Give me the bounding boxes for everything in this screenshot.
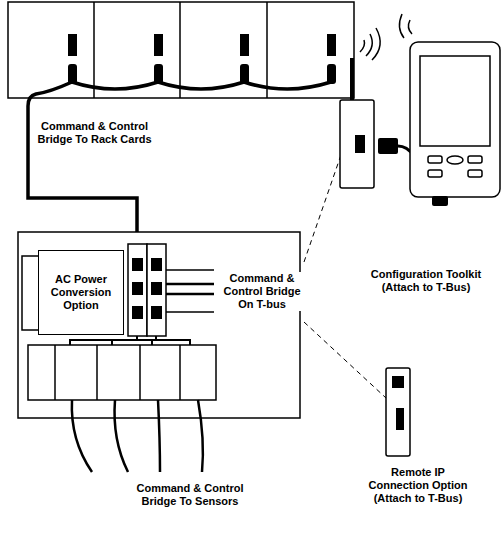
enclosure: [18, 232, 300, 418]
callout-label: Command & Control Bridge To Rack Cards: [32, 120, 157, 146]
sensor-cable: [158, 400, 160, 472]
callout-label: Configuration Toolkit (Attach to T-Bus): [370, 268, 482, 294]
rack-daisy-chain: [72, 82, 331, 89]
device-button: [468, 156, 482, 163]
cable-plug: [378, 138, 398, 154]
remote-ip-module: [386, 368, 410, 456]
rack-card: [240, 34, 249, 56]
wireless-waves: [399, 14, 412, 38]
handheld-device: [410, 42, 500, 197]
terminal: [132, 258, 143, 271]
terminal-block: [128, 244, 147, 336]
device-button: [468, 170, 482, 177]
sensor-cable: [115, 400, 128, 472]
device-button: [428, 156, 442, 163]
module-bus: [70, 336, 190, 345]
terminal: [151, 306, 162, 319]
antenna: [350, 58, 354, 100]
sensor-cable: [72, 400, 92, 472]
t-bus-wire: [166, 293, 214, 296]
module-divider: [179, 345, 181, 400]
device-screen: [420, 56, 490, 146]
module-divider: [54, 345, 56, 400]
rack-divider: [93, 2, 95, 98]
ethernet-port: [392, 376, 404, 388]
terminal: [151, 258, 162, 271]
rack-card: [327, 34, 336, 56]
adapter-port: [355, 135, 365, 153]
wireless-waves: [360, 28, 380, 60]
terminal: [132, 282, 143, 295]
module-connector: [396, 408, 404, 430]
device-connector: [432, 196, 448, 206]
rack-divider: [179, 2, 181, 98]
attach-leader: [304, 322, 386, 398]
device-button: [428, 170, 442, 177]
attach-leader: [304, 152, 342, 262]
rack-divider: [266, 2, 268, 98]
terminal: [132, 306, 143, 319]
sensor-cable: [198, 400, 203, 472]
t-bus-rail: [166, 269, 214, 271]
rack-card: [68, 34, 77, 56]
box-label: AC Power Conversion Option: [39, 269, 123, 316]
wireless-adapter: [340, 100, 374, 188]
rack-card: [154, 34, 163, 56]
sensor-modules: [28, 345, 216, 400]
t-bus-wire: [166, 283, 214, 286]
device-button: [447, 156, 463, 164]
rack-bridge-cable: [28, 82, 137, 246]
callout-label: Command & Control Bridge To Sensors: [135, 482, 245, 508]
option-box: AC Power Conversion Option: [38, 250, 124, 335]
module-divider: [139, 345, 141, 400]
callout-label: Command & Control Bridge On T-bus: [216, 272, 308, 311]
module-divider: [96, 345, 98, 400]
callout-label: Remote IP Connection Option (Attach to T…: [364, 466, 472, 505]
terminal-block: [147, 244, 166, 336]
terminal: [151, 282, 162, 295]
t-bus-rail: [166, 311, 214, 313]
rack-chassis: [8, 2, 354, 98]
